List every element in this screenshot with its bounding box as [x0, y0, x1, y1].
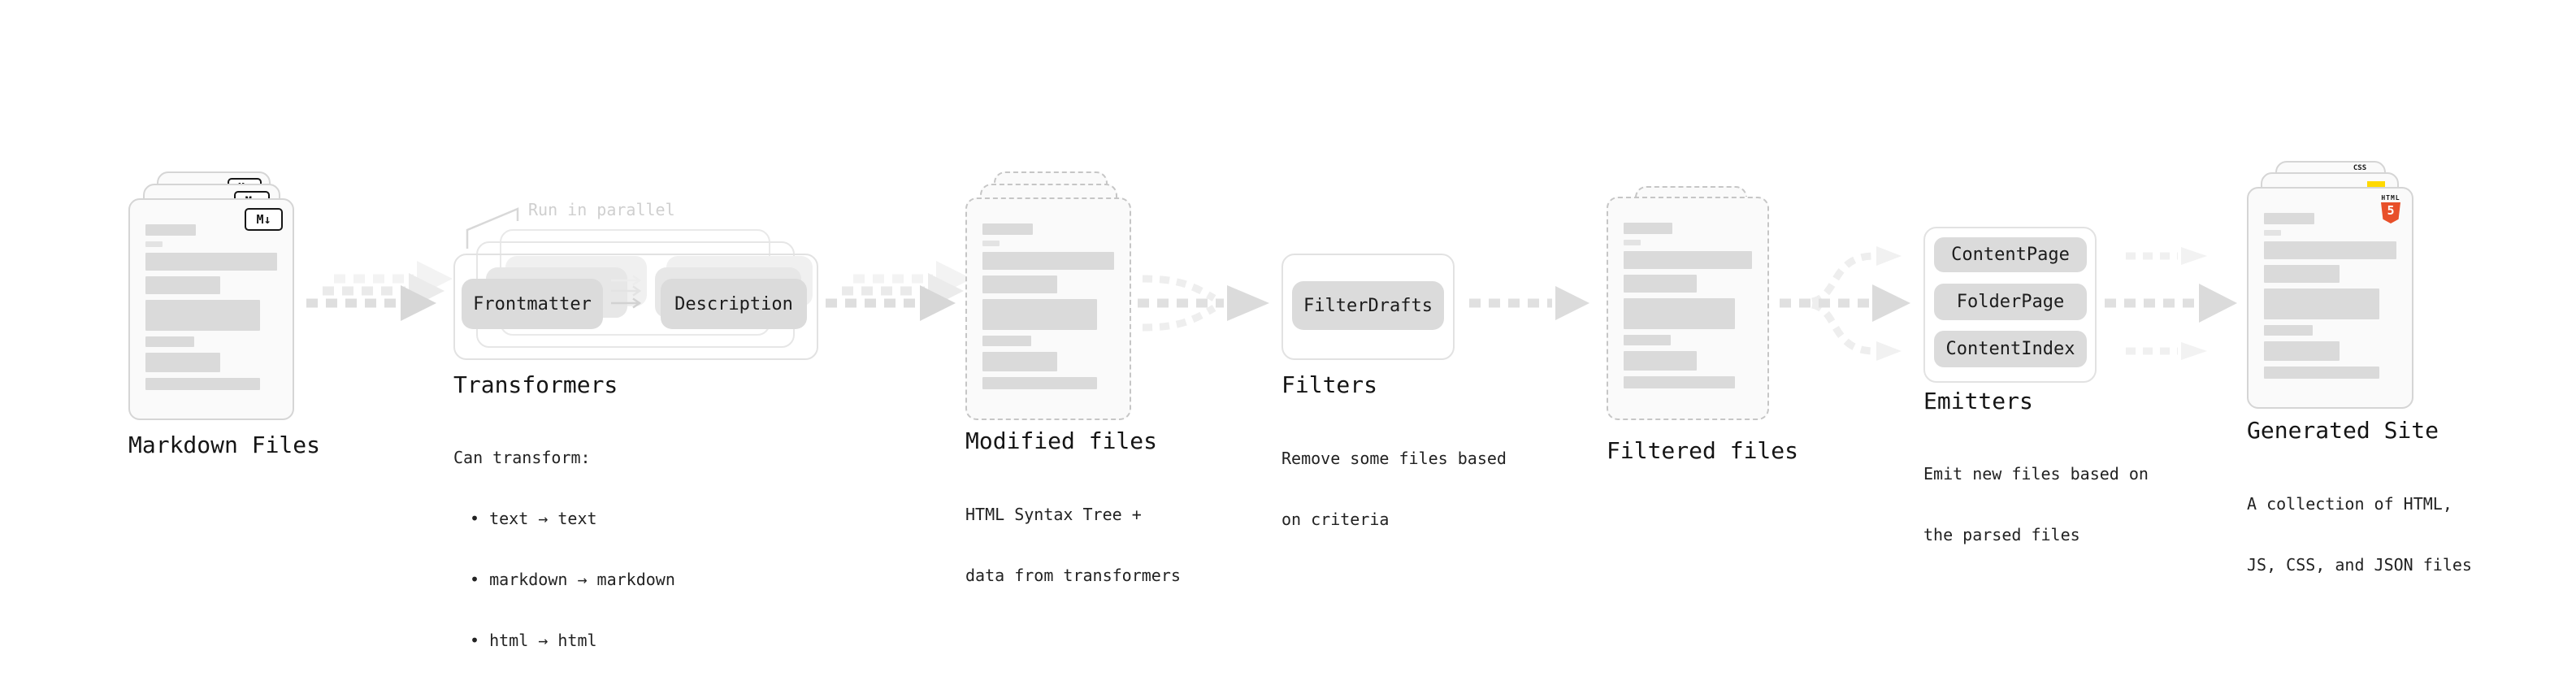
document-content-skeleton	[130, 200, 293, 419]
text-line-bar	[982, 299, 1097, 330]
desc-line: JS, CSS, and JSON files	[2247, 555, 2472, 575]
desc-line: • text → text	[470, 509, 597, 528]
contentpage-pill: ContentPage	[1934, 237, 2087, 272]
desc-line: Can transform:	[453, 448, 591, 467]
generated-site-label: Generated Site	[2247, 417, 2439, 444]
generated-site-description: A collection of HTML, JS, CSS, and JSON …	[2247, 453, 2472, 616]
desc-line: HTML Syntax Tree +	[965, 505, 1142, 524]
text-line-bar	[982, 241, 1000, 246]
desc-line: the parsed files	[1923, 525, 2080, 544]
frontmatter-pill: Frontmatter	[462, 279, 603, 329]
text-line-bar	[982, 336, 1031, 346]
generated-file-card-front: HTML 5	[2247, 187, 2413, 409]
filters-label: Filters	[1281, 371, 1378, 398]
desc-line: A collection of HTML,	[2247, 494, 2452, 514]
arrows-emitters-to-generated	[2105, 247, 2237, 360]
text-line-bar	[2264, 265, 2340, 283]
emitters-label: Emitters	[1923, 388, 2033, 414]
text-line-bar	[1624, 298, 1736, 329]
filtered-file-card-front	[1607, 197, 1769, 420]
text-line-bar	[982, 252, 1114, 270]
arrow-filters-to-filtered	[1469, 286, 1589, 320]
text-line-bar	[145, 378, 260, 390]
text-line-bar	[2264, 367, 2379, 379]
text-line-bar	[145, 276, 221, 294]
text-line-bar	[145, 241, 163, 247]
arrow-filtered-to-emitters-fanout	[1780, 246, 1910, 361]
text-line-bar	[1624, 275, 1698, 293]
transformers-description: Can transform: • text → text • markdown …	[453, 407, 675, 681]
desc-line: Emit new files based on	[1923, 464, 2149, 484]
desc-line: data from transformers	[965, 566, 1181, 585]
text-line-bar	[145, 253, 277, 271]
modified-files-label: Modified files	[965, 427, 1158, 454]
text-line-bar	[982, 275, 1058, 293]
text-line-bar	[982, 223, 1033, 235]
arrow-markdown-to-transformers	[306, 261, 453, 321]
text-line-bar	[2264, 288, 2379, 319]
desc-line: on criteria	[1281, 510, 1390, 529]
text-line-bar	[2264, 241, 2396, 259]
text-line-bar	[145, 336, 194, 347]
text-line-bar	[2264, 213, 2314, 224]
text-line-bar	[1624, 376, 1736, 388]
desc-line: • markdown → markdown	[470, 570, 675, 589]
text-line-bar	[1624, 335, 1672, 345]
arrow-transformers-to-modified	[826, 261, 972, 321]
html5-icon: HTML 5	[2380, 194, 2401, 223]
transformers-label: Transformers	[453, 371, 618, 398]
document-content-skeleton	[2249, 189, 2412, 407]
arrow-modified-to-filters-merge	[1138, 275, 1269, 332]
transformer-step-arrows	[611, 275, 642, 309]
text-line-bar	[982, 377, 1097, 389]
text-line-bar	[2264, 341, 2340, 361]
text-line-bar	[1624, 223, 1673, 234]
modified-file-card-front	[965, 197, 1131, 420]
contentindex-pill: ContentIndex	[1934, 331, 2087, 367]
markdown-files-label: Markdown Files	[128, 432, 321, 458]
description-pill: Description	[661, 279, 807, 329]
text-line-bar	[1624, 240, 1641, 245]
run-in-parallel-callout-line	[466, 207, 519, 249]
markdown-file-card-front: M↓	[128, 198, 294, 420]
filterdrafts-pill: FilterDrafts	[1292, 281, 1444, 330]
folderpage-pill: FolderPage	[1934, 284, 2087, 320]
text-line-bar	[1624, 351, 1698, 371]
filtered-files-label: Filtered files	[1607, 437, 1799, 464]
filters-description: Remove some files based on criteria	[1281, 408, 1507, 570]
modified-files-description: HTML Syntax Tree + data from transformer…	[965, 464, 1181, 627]
text-line-bar	[2264, 230, 2282, 236]
transformers-frame-front	[453, 254, 818, 360]
run-in-parallel-annotation: Run in parallel	[528, 200, 675, 219]
javascript-icon	[2367, 181, 2385, 190]
emitters-description: Emit new files based on the parsed files	[1923, 423, 2149, 586]
markdown-icon: M↓	[245, 208, 283, 231]
text-line-bar	[1624, 251, 1752, 269]
text-line-bar	[2264, 325, 2314, 336]
desc-line: Remove some files based	[1281, 449, 1507, 468]
document-content-skeleton	[967, 199, 1130, 419]
text-line-bar	[982, 352, 1058, 371]
desc-line: • html → html	[470, 631, 597, 650]
document-content-skeleton	[1608, 198, 1767, 419]
text-line-bar	[145, 224, 196, 236]
text-line-bar	[145, 353, 221, 372]
text-line-bar	[145, 300, 260, 331]
